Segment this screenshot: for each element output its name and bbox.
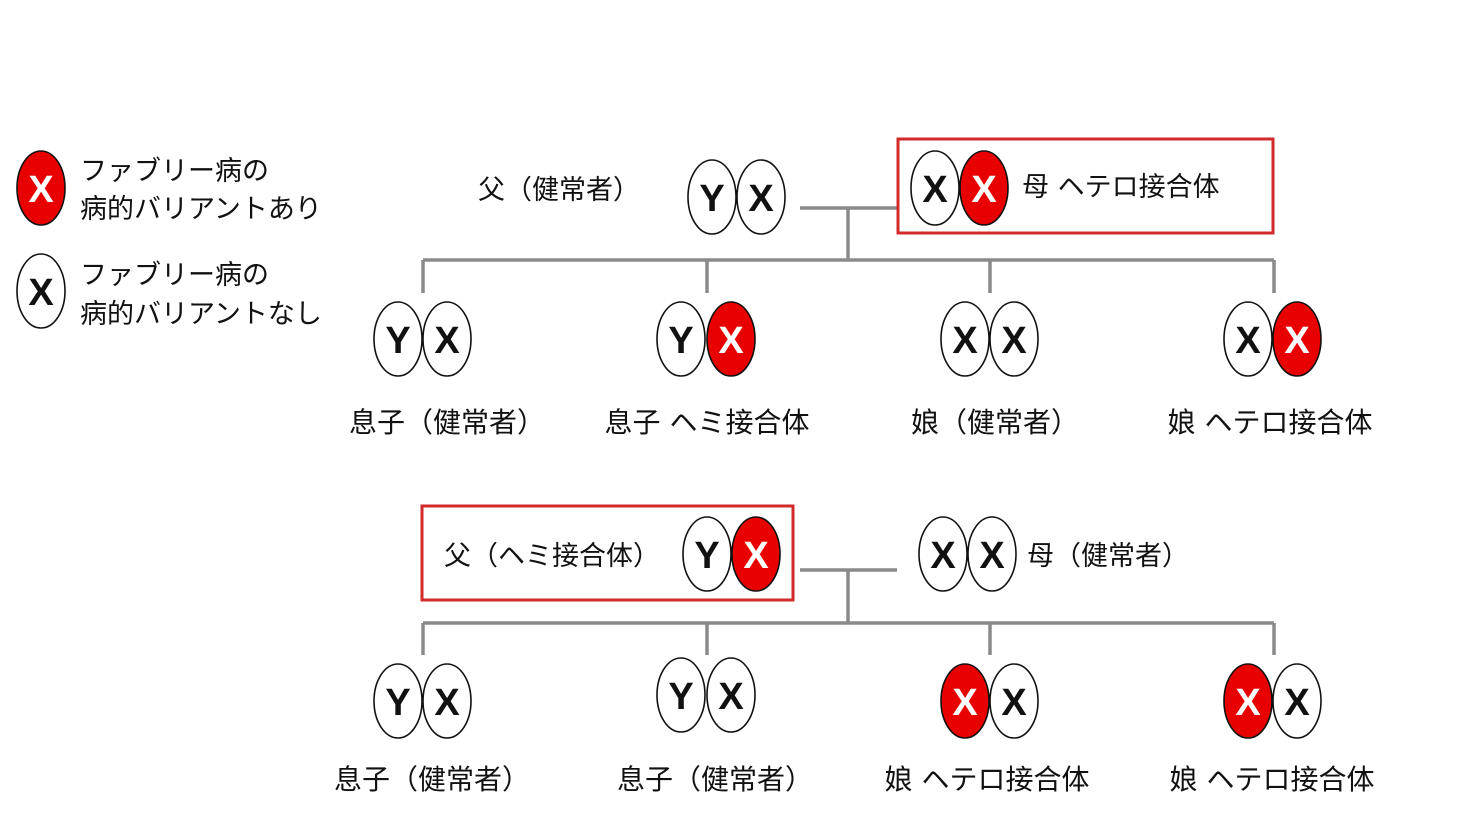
chromosome-left [687,159,737,235]
chromosome-left [940,301,990,377]
chromosome-letter: X [434,320,460,362]
chromosome-letter: X [971,169,997,211]
pedigree-1: 父（健常者） Y X X X 母 ヘテロ接合体 Y X 息子（健常者） Y [349,137,1373,439]
chromosome-letter: X [952,682,978,724]
highlight-box [896,137,1275,235]
legend-normal: X ファブリー病の 病的バリアントなし [16,253,322,330]
chromosome-letter: Y [668,676,693,718]
highlight-box [420,504,795,602]
affected-chromosome-letter: X [28,169,54,211]
chromosome-letter: X [718,676,744,718]
affected-chromosome-icon [16,150,66,226]
chromosome-letter: X [1284,682,1310,724]
chromosome-right [736,159,786,235]
chromosome-letter: Y [668,320,693,362]
child-label: 息子（健常者） [617,763,813,796]
chromosome-right [422,301,472,377]
chromosome-left [1223,301,1273,377]
chromosome-right [989,301,1039,377]
child: Y X 息子（健常者） [617,657,813,796]
child: Y X 息子（健常者） [349,301,545,439]
normal-chromosome-icon [16,253,66,329]
pedigree-2-lines [421,568,1276,655]
chromosome-letter: X [1235,682,1261,724]
legend: X ファブリー病の 病的バリアントあり X ファブリー病の 病的バリアントなし [16,150,322,330]
child-label: 息子 ヘミ接合体 [605,406,810,439]
child-label: 娘 ヘテロ接合体 [1168,406,1373,439]
chromosome-letter: X [743,535,769,577]
legend-affected-text-1: ファブリー病の [80,156,269,187]
chromosome-right [706,657,756,733]
chromosome-letter: Y [385,682,410,724]
chromosome-left [656,657,706,733]
legend-affected: X ファブリー病の 病的バリアントあり [16,150,322,226]
chromosome-letter: X [952,320,978,362]
pedigree-1-lines [421,206,1276,293]
chromosome-right [422,663,472,739]
chromosome-letter: X [979,535,1005,577]
legend-normal-text-2: 病的バリアントなし [80,299,322,330]
child: X X 娘 ヘテロ接合体 [1168,301,1373,439]
father-2: 父（ヘミ接合体） Y X [420,504,795,602]
child-label: 娘（健常者） [911,406,1079,439]
chromosome-right [731,516,781,592]
mother-1-label: 母 ヘテロ接合体 [1022,172,1220,203]
child: X X 娘 ヘテロ接合体 [885,663,1090,796]
father-1: 父（健常者） Y X [478,159,786,235]
chromosome-left [656,301,706,377]
chromosome-letter: X [1284,320,1310,362]
chromosome-letter: X [1001,682,1027,724]
chromosome-left [682,516,732,592]
chromosome-letter: X [434,682,460,724]
chromosome-right [1272,663,1322,739]
father-2-label: 父（ヘミ接合体） [444,541,660,572]
child-label: 息子（健常者） [334,763,530,796]
chromosome-letter: Y [694,535,719,577]
chromosome-letter: X [1001,320,1027,362]
chromosome-left [910,150,960,226]
father-1-label: 父（健常者） [478,175,640,206]
chromosome-letter: X [718,320,744,362]
chromosome-letter: X [930,535,956,577]
pedigree-2: 父（ヘミ接合体） Y X X X 母（健常者） Y X 息子（健常者） Y X [334,504,1375,796]
chromosome-left [373,663,423,739]
chromosome-right [706,301,756,377]
legend-normal-text-1: ファブリー病の [80,260,269,291]
child: Y X 息子（健常者） [334,663,530,796]
chromosome-letter: X [748,178,774,220]
mother-2: X X 母（健常者） [918,516,1189,592]
child: Y X 息子 ヘミ接合体 [605,301,810,439]
chromosome-right [989,663,1039,739]
normal-chromosome-letter: X [28,272,54,314]
chromosome-left [918,516,968,592]
chromosome-letter: Y [699,178,724,220]
child-label: 息子（健常者） [349,406,545,439]
legend-affected-text-2: 病的バリアントあり [80,194,322,225]
child-label: 娘 ヘテロ接合体 [1170,763,1375,796]
chromosome-letter: X [922,169,948,211]
chromosome-right [967,516,1017,592]
child: X X 娘 ヘテロ接合体 [1170,663,1375,796]
chromosome-letter: Y [385,320,410,362]
chromosome-right [1272,301,1322,377]
child: X X 娘（健常者） [911,301,1079,439]
chromosome-left [940,663,990,739]
chromosome-left [1223,663,1273,739]
chromosome-letter: X [1235,320,1261,362]
mother-1: X X 母 ヘテロ接合体 [896,137,1275,235]
chromosome-left [373,301,423,377]
child-label: 娘 ヘテロ接合体 [885,763,1090,796]
chromosome-right [959,150,1009,226]
mother-2-label: 母（健常者） [1027,541,1189,572]
